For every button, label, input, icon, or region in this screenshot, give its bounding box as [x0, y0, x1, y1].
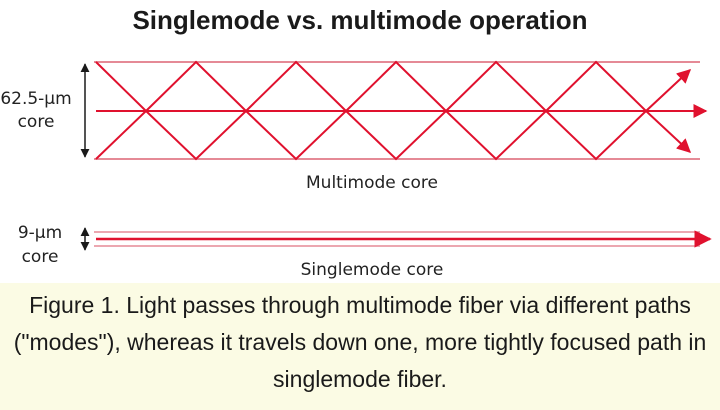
fiber-diagram: Singlemode vs. multimode operation 62.5-…	[0, 5, 712, 280]
multimode-core-word: core	[18, 112, 55, 132]
singlemode-core-caption: Singlemode core	[301, 260, 444, 280]
multimode-core-caption: Multimode core	[306, 173, 438, 193]
diagram-title: Singlemode vs. multimode operation	[132, 5, 587, 35]
multimode-ray-up-first	[95, 60, 692, 161]
singlemode-core-word: core	[22, 247, 59, 267]
figure-caption-text: Light passes through multimode fiber via…	[13, 292, 707, 392]
singlemode-size-label: 9-µm	[18, 223, 62, 243]
multimode-section: 62.5-µm core Multimode core	[0, 60, 708, 193]
singlemode-section: 9-µm core Singlemode core	[18, 223, 712, 280]
figure-caption: Figure 1. Light passes through multimode…	[0, 283, 720, 410]
multimode-size-label: 62.5-µm	[0, 89, 71, 109]
multimode-ray-down-first	[95, 60, 692, 161]
figure-label: Figure 1.	[29, 292, 120, 318]
